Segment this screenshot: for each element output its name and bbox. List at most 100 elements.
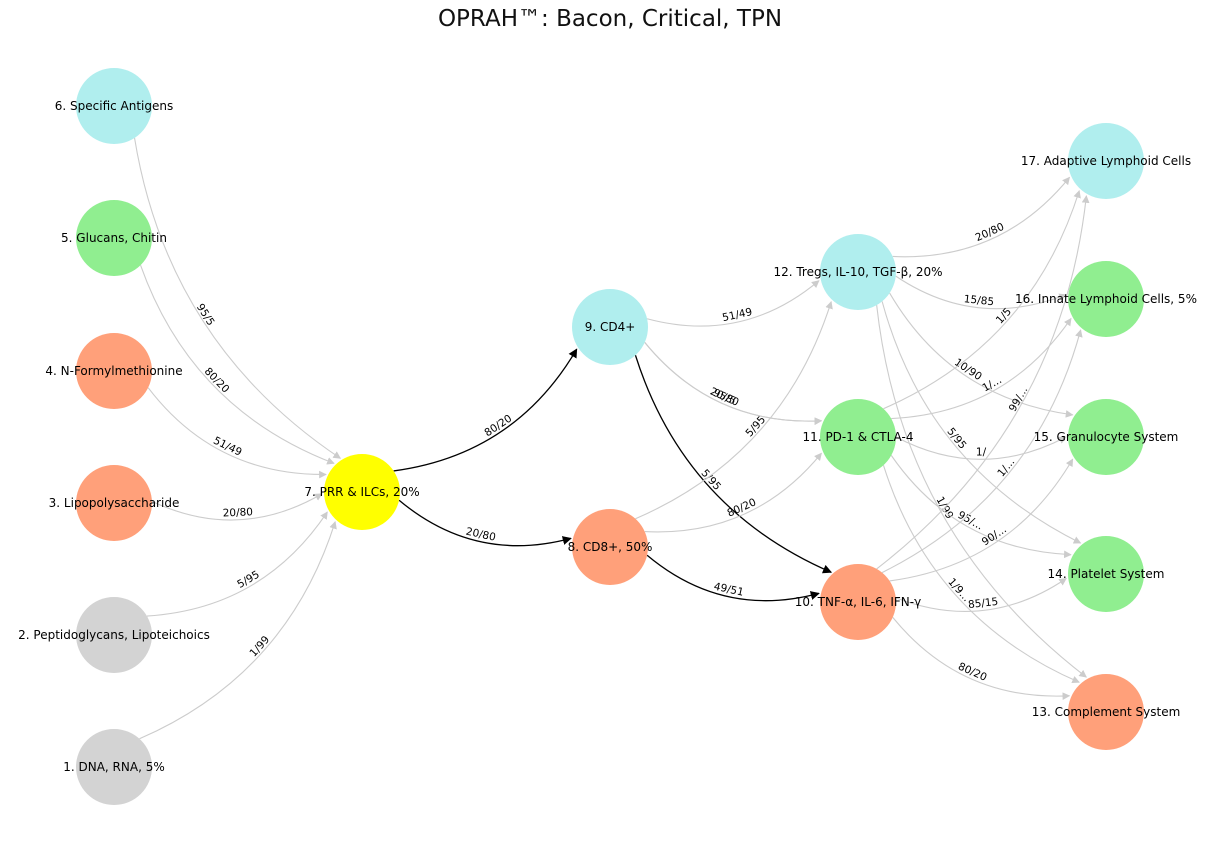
node-n11[interactable]: 11. PD-1 & CTLA-4 (803, 399, 914, 475)
node-n2[interactable]: 2. Peptidoglycans, Lipoteichoics (18, 597, 210, 673)
node-n5[interactable]: 5. Glucans, Chitin (61, 200, 167, 276)
node-label: 4. N-Formylmethionine (45, 364, 182, 378)
node-n16[interactable]: 16. Innate Lymphoid Cells, 5% (1015, 261, 1197, 337)
node-n14[interactable]: 14. Platelet System (1048, 536, 1165, 612)
node-n13[interactable]: 13. Complement System (1032, 674, 1181, 750)
edge-label: 1/99 (247, 634, 272, 660)
edge-label: 51/49 (211, 435, 243, 459)
edge-n11-n17 (883, 190, 1081, 410)
edge-n11-n15 (895, 436, 1067, 460)
edge-layer: 1/995/9520/8051/4980/2095/520/8080/2049/… (133, 137, 1090, 740)
edge-n9-n10 (634, 355, 833, 574)
edge-n12-n15 (889, 292, 1074, 418)
node-n4[interactable]: 4. N-Formylmethionine (45, 333, 183, 409)
edge-n9-n12 (646, 280, 820, 327)
edge-n11-n13 (882, 465, 1080, 684)
edge-n11-n14 (890, 455, 1072, 559)
node-n17[interactable]: 17. Adaptive Lymphoid Cells (1021, 123, 1191, 199)
edge-label: 80/20 (202, 365, 232, 395)
node-label: 3. Lipopolysaccharide (49, 496, 180, 510)
edge-label: 95/5 (194, 302, 217, 328)
edge-label: 5/95 (698, 467, 723, 493)
node-n7[interactable]: 7. PRR & ILCs, 20% (304, 454, 420, 530)
edge-label: 5/95 (944, 426, 968, 452)
edge-label: 5/95 (743, 414, 768, 440)
node-label: 7. PRR & ILCs, 20% (304, 485, 419, 499)
node-label: 2. Peptidoglycans, Lipoteichoics (18, 628, 210, 642)
edge-label: 20/80 (974, 221, 1007, 244)
node-circle[interactable] (324, 454, 400, 530)
node-circle[interactable] (76, 729, 152, 805)
edge-n10-n17 (876, 195, 1090, 570)
node-n6[interactable]: 6. Specific Antigens (55, 68, 174, 144)
node-circle[interactable] (1068, 674, 1144, 750)
edge-n9-n11 (644, 342, 823, 425)
node-n1[interactable]: 1. DNA, RNA, 5% (63, 729, 165, 805)
edge-n3-n7 (151, 493, 323, 521)
edge-label: 90/... (980, 523, 1009, 548)
node-n10[interactable]: 10. TNF-α, IL-6, IFN-γ (795, 564, 921, 640)
node-label: 8. CD8+, 50% (568, 540, 653, 554)
edge-n10-n14 (895, 578, 1067, 612)
node-label: 16. Innate Lymphoid Cells, 5% (1015, 292, 1197, 306)
edge-label: 20/80 (465, 526, 497, 544)
edge-label: 80/20 (956, 661, 989, 684)
node-label: 14. Platelet System (1048, 567, 1165, 581)
edge-n10-n15 (889, 458, 1074, 582)
edge-n1-n7 (139, 520, 337, 740)
edge-label: 1/ (976, 446, 987, 458)
node-label: 6. Specific Antigens (55, 99, 174, 113)
edge-n6-n7 (133, 137, 342, 459)
edge-n5-n7 (140, 265, 335, 465)
node-label: 5. Glucans, Chitin (61, 231, 167, 245)
edge-n8-n11 (644, 452, 822, 533)
edge-n10-n16 (881, 329, 1083, 574)
edge-n7-n8 (398, 499, 572, 547)
edge-n12-n16 (895, 275, 1067, 310)
node-circle[interactable] (76, 465, 152, 541)
node-n15[interactable]: 15. Granulocyte System (1034, 399, 1179, 475)
node-circle[interactable] (572, 289, 648, 365)
node-circle[interactable] (76, 200, 152, 276)
node-circle[interactable] (76, 597, 152, 673)
node-label: 1. DNA, RNA, 5% (63, 760, 165, 774)
node-circle[interactable] (820, 564, 896, 640)
edge-n8-n12 (635, 300, 833, 520)
edge-label: 49/51 (713, 581, 745, 599)
edge-label: 51/49 (721, 306, 753, 324)
node-circle[interactable] (1068, 399, 1144, 475)
node-label: 13. Complement System (1032, 705, 1181, 719)
edge-n10-n13 (892, 617, 1071, 700)
node-n12[interactable]: 12. Tregs, IL-10, TGF-β, 20% (773, 234, 943, 310)
node-circle[interactable] (820, 399, 896, 475)
edge-n9-n11 (644, 342, 823, 425)
edge-label: 20/80 (222, 506, 253, 519)
node-circle[interactable] (572, 509, 648, 585)
node-label: 12. Tregs, IL-10, TGF-β, 20% (773, 265, 942, 279)
node-label: 10. TNF-α, IL-6, IFN-γ (795, 595, 921, 609)
node-n8[interactable]: 8. CD8+, 50% (568, 509, 653, 585)
edge-label: 15/85 (963, 293, 994, 308)
node-label: 17. Adaptive Lymphoid Cells (1021, 154, 1191, 168)
edge-n2-n7 (146, 511, 328, 617)
node-n3[interactable]: 3. Lipopolysaccharide (49, 465, 180, 541)
edge-label: 20/80 (708, 386, 741, 409)
edge-n4-n7 (147, 387, 327, 479)
node-n9[interactable]: 9. CD4+ (572, 289, 648, 365)
edge-n12-n13 (876, 305, 1087, 678)
edge-label: 85/15 (967, 596, 998, 611)
node-label: 9. CD4+ (585, 320, 636, 334)
edge-label: 95/... (956, 509, 985, 533)
node-circle[interactable] (76, 68, 152, 144)
edge-n8-n10 (646, 554, 820, 602)
edge-n12-n14 (881, 301, 1082, 544)
node-circle[interactable] (1068, 261, 1144, 337)
node-circle[interactable] (820, 234, 896, 310)
node-circle[interactable] (76, 333, 152, 409)
edge-n7-n9 (393, 348, 578, 472)
node-layer: 1. DNA, RNA, 5% 2. Peptidoglycans, Lipote… (18, 68, 1197, 805)
edge-n11-n16 (891, 317, 1072, 420)
diagram-title: OPRAH™: Bacon, Critical, TPN (437, 6, 783, 32)
node-circle[interactable] (1068, 536, 1144, 612)
node-circle[interactable] (1068, 123, 1144, 199)
